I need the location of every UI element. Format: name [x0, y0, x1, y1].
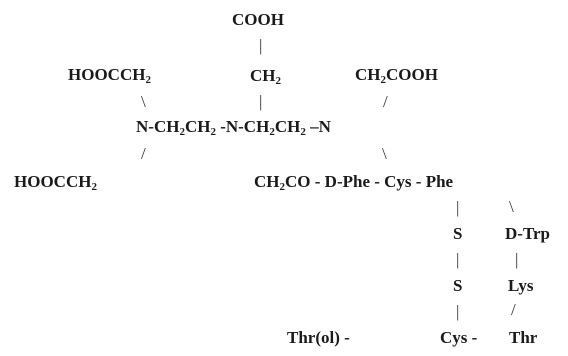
peptide-ch2co-sub: 2 [279, 181, 286, 193]
backbone-s4: 2 [300, 126, 306, 138]
bond-lys-thr: / [511, 300, 516, 319]
bond-s-s: | [456, 250, 460, 269]
ch2cooh-rest: COOH [386, 65, 438, 84]
bond-phe-dtrp: \ [509, 197, 514, 216]
sulfur-bottom-label: S [453, 276, 463, 295]
bond-n1-hoocch2: / [141, 144, 146, 163]
backbone-ch: CH [184, 117, 211, 136]
lys-label: Lys [508, 276, 534, 295]
bond-ch2-n2: | [259, 92, 263, 111]
backbone-s1: 2 [179, 126, 185, 138]
cys-bottom-label: Cys - [440, 328, 478, 347]
backbone-n2: -N-CH [215, 117, 270, 136]
hoocch2-bottom-sub: 2 [91, 181, 97, 193]
dtrp-label: D-Trp [505, 224, 551, 243]
backbone-n3: –N [305, 117, 331, 136]
hoocch2-bottom-main: HOOCCH [14, 172, 92, 191]
hoocch2-top-sub: 2 [145, 74, 151, 86]
hoocch2-bottom-label: HOOCCH2 [14, 172, 97, 193]
throl-label: Thr(ol) - [287, 328, 350, 347]
ch2cooh-label: CH2COOH [355, 65, 438, 86]
ch2-middle-main: CH [250, 66, 276, 85]
bond-hoocch2-n1: \ [141, 92, 146, 111]
hoocch2-top-main: HOOCCH [68, 65, 146, 84]
backbone-n1: N-CH [136, 117, 180, 136]
peptide-line-label: CH2CO - D-Phe - Cys - Phe [254, 172, 454, 193]
thr-label: Thr [509, 328, 538, 347]
backbone-ch2: CH [274, 117, 301, 136]
bond-ch2cooh-n3: / [383, 92, 388, 111]
ch2cooh-sub: 2 [380, 74, 387, 86]
peptide-ch2co-a: CH [254, 172, 280, 191]
peptide-ch2co-b: CO - D-Phe - Cys - Phe [285, 172, 454, 191]
backbone-s3: 2 [269, 126, 275, 138]
bond-n3-ch2co: \ [382, 144, 387, 163]
ch2cooh-main: CH [355, 65, 381, 84]
ch2-middle-sub: 2 [275, 75, 282, 87]
cooh-top-label: COOH [232, 10, 284, 29]
sulfur-top-label: S [453, 224, 463, 243]
bond-cys-s: | [456, 198, 460, 217]
backbone-s2: 2 [210, 126, 216, 138]
hoocch2-top-label: HOOCCH2 [68, 65, 151, 86]
ch2-middle-label: CH2 [250, 66, 282, 87]
bond-s-cys: | [456, 302, 460, 321]
backbone-label: N-CH2CH2 -N-CH2CH2 –N [136, 117, 331, 138]
bond-cooh-ch2: | [259, 36, 263, 55]
bond-dtrp-lys: | [515, 250, 519, 269]
